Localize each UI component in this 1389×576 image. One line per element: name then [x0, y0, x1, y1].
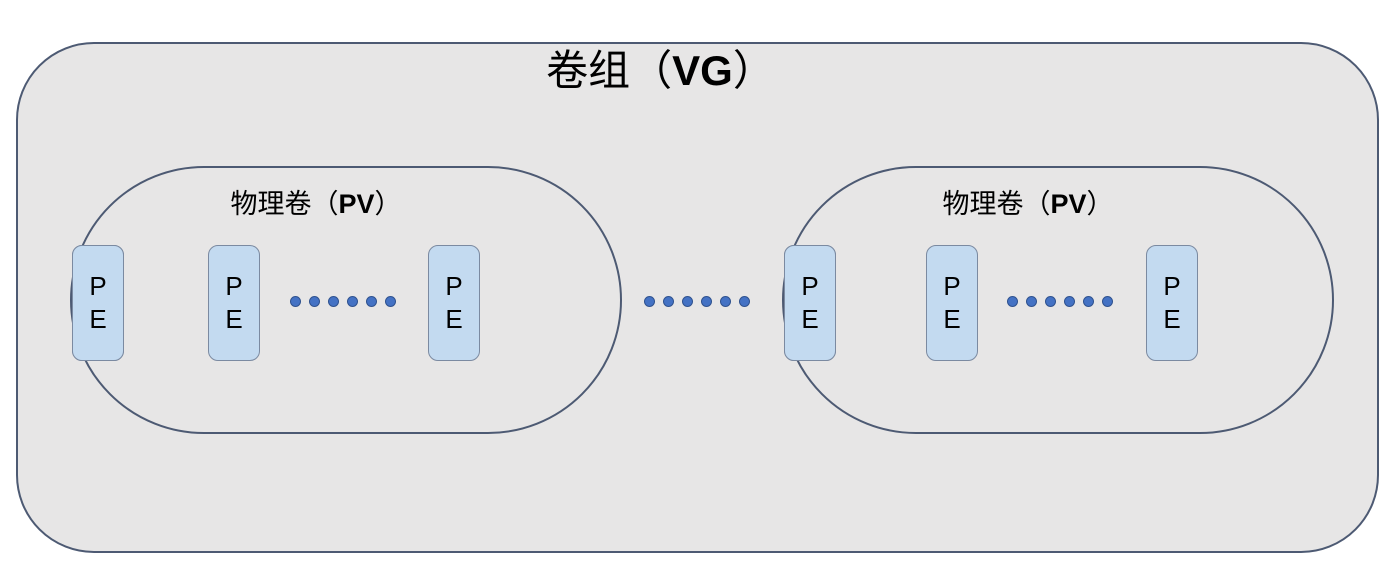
pe-box: P E [1146, 245, 1198, 361]
vg-title-acronym: VG [672, 47, 733, 94]
pe-letter-e: E [1163, 304, 1181, 334]
pv-label-acronym: PV [1050, 189, 1087, 219]
physical-volume-2: 物理卷（PV） P E P E P E P E [782, 166, 1334, 434]
physical-volume-1-label: 物理卷（PV） [42, 188, 590, 220]
pe-letter-p: P [801, 270, 819, 301]
dot-icon [1007, 296, 1018, 307]
dot-icon [739, 296, 750, 307]
dot-icon [644, 296, 655, 307]
pe-letter-p: P [225, 270, 243, 301]
dot-icon [663, 296, 674, 307]
pe-box: P E [926, 245, 978, 361]
dot-icon [1083, 296, 1094, 307]
pv-label-suffix: ） [374, 189, 402, 219]
pe-letter-p: P [445, 270, 463, 301]
dot-icon [309, 296, 320, 307]
physical-volume-2-label: 物理卷（PV） [754, 188, 1302, 220]
dot-icon [1064, 296, 1075, 307]
pe-letter-p: P [89, 270, 107, 301]
dot-icon [1102, 296, 1113, 307]
ellipsis-dots-between-pvs [644, 296, 750, 307]
vg-title-prefix: 卷组（ [546, 47, 673, 94]
dot-icon [328, 296, 339, 307]
pe-letter-e: E [801, 304, 819, 334]
dot-icon [1026, 296, 1037, 307]
dot-icon [682, 296, 693, 307]
pv-label-prefix: 物理卷（ [230, 189, 339, 219]
pe-letter-p: P [1163, 270, 1181, 301]
pe-box: P E [208, 245, 260, 361]
volume-group-container: 卷组（VG） 物理卷（PV） P E P E P E P E [16, 42, 1379, 553]
pv-label-acronym: PV [338, 189, 375, 219]
dot-icon [1045, 296, 1056, 307]
pe-letter-e: E [445, 304, 463, 334]
vg-title-suffix: ） [732, 47, 775, 94]
pe-letter-e: E [89, 304, 107, 334]
pe-box: P E [428, 245, 480, 361]
dot-icon [701, 296, 712, 307]
dot-icon [720, 296, 731, 307]
pe-letter-e: E [225, 304, 243, 334]
dot-icon [347, 296, 358, 307]
dot-icon [366, 296, 377, 307]
dot-icon [290, 296, 301, 307]
dot-icon [385, 296, 396, 307]
pv-label-suffix: ） [1086, 189, 1114, 219]
pe-letter-e: E [943, 304, 961, 334]
pe-letter-p: P [943, 270, 961, 301]
volume-group-title: 卷组（VG） [0, 46, 1340, 96]
pe-box: P E [784, 245, 836, 361]
pv-label-prefix: 物理卷（ [942, 189, 1051, 219]
ellipsis-dots [290, 296, 396, 307]
pe-box: P E [72, 245, 124, 361]
ellipsis-dots [1007, 296, 1113, 307]
physical-volume-1: 物理卷（PV） P E P E P E P E [70, 166, 622, 434]
